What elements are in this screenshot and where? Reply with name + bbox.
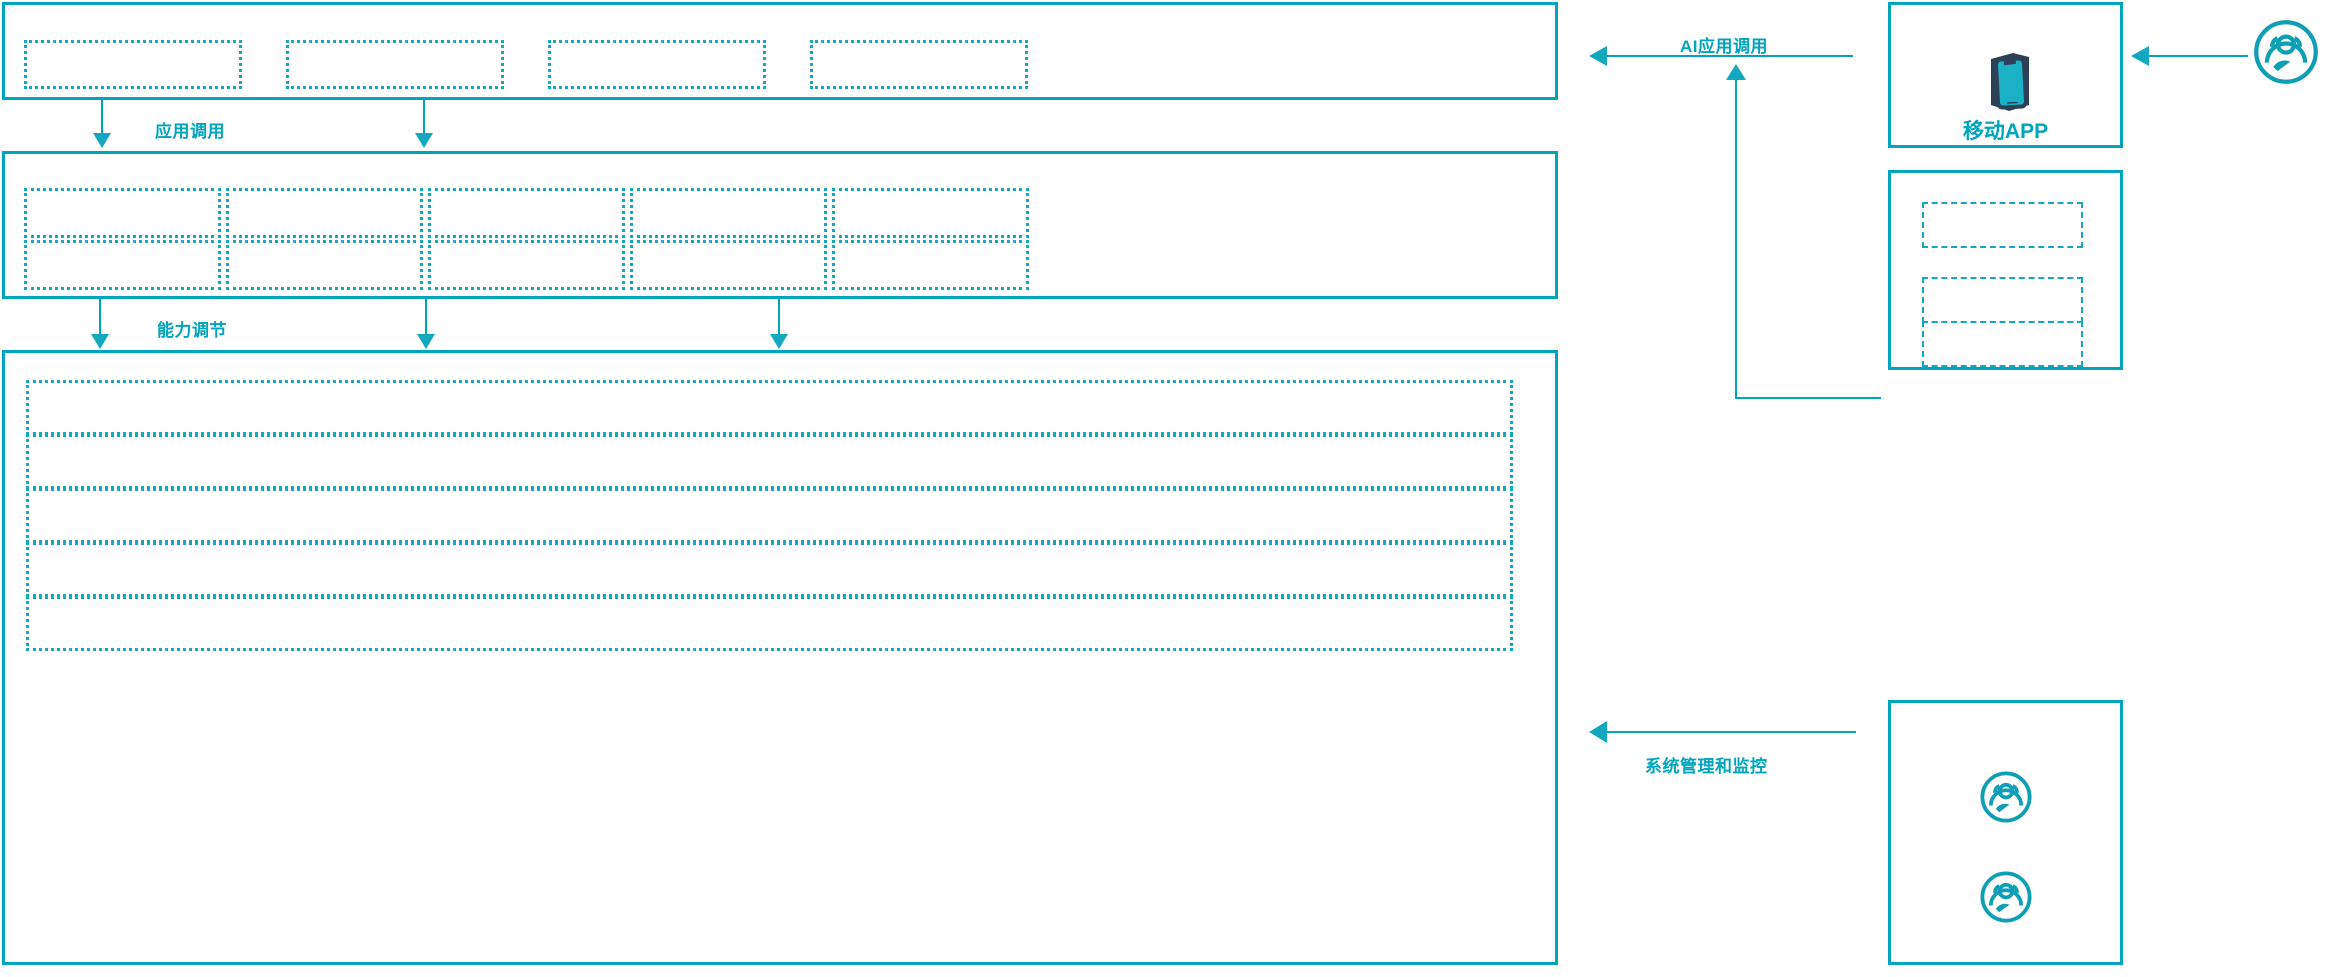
system-manage-monitor-arrow [1589,721,1856,743]
flow-label-ai-app-invoke: AI应用调用 [1680,37,1768,56]
service-list-slot-1[interactable] [1922,202,2083,248]
flow-label-capability-adjust: 能力调节 [157,321,227,340]
application-slot-2[interactable] [286,40,504,89]
application-slot-4[interactable] [810,40,1028,89]
service-list-slot-2[interactable] [1922,277,2083,323]
service-list-to-app-connector [1726,64,1881,399]
external-user-arrow [2131,46,2248,66]
capability-slot-r2c1[interactable] [24,240,221,290]
users-group-icon-operator-2 [1979,870,2033,929]
mobile-app-caption: 移动APP [1962,120,2049,143]
capability-slot-r1c3[interactable] [428,188,625,238]
app-invoke-arrow-left [93,100,111,148]
capability-adjust-arrow-1 [91,299,109,349]
capability-slot-r2c5[interactable] [832,240,1029,290]
flow-label-system-manage-monitor: 系统管理和监控 [1645,757,1768,776]
operators-card[interactable] [1888,700,2123,965]
platform-layer-panel [2,350,1558,965]
platform-slot-3[interactable] [26,488,1513,543]
application-layer-panel [2,2,1558,100]
capability-layer-panel [2,151,1558,299]
app-invoke-arrow-right [415,100,433,148]
capability-slot-r1c1[interactable] [24,188,221,238]
users-group-icon-operator-1 [1979,770,2033,829]
service-list-slot-3[interactable] [1922,321,2083,367]
platform-slot-5[interactable] [26,596,1513,651]
capability-adjust-arrow-3 [770,299,788,349]
platform-slot-2[interactable] [26,434,1513,489]
smartphone-icon [1983,47,2035,120]
flow-label-app-invoke: 应用调用 [155,122,225,141]
capability-slot-r2c2[interactable] [226,240,423,290]
application-slot-1[interactable] [24,40,242,89]
users-group-icon-external [2252,18,2320,91]
capability-adjust-arrow-2 [417,299,435,349]
capability-slot-r1c4[interactable] [630,188,827,238]
capability-slot-r2c4[interactable] [630,240,827,290]
capability-slot-r1c5[interactable] [832,188,1029,238]
application-slot-3[interactable] [548,40,766,89]
platform-slot-4[interactable] [26,542,1513,597]
platform-slot-1[interactable] [26,380,1513,435]
capability-slot-r2c3[interactable] [428,240,625,290]
capability-slot-r1c2[interactable] [226,188,423,238]
